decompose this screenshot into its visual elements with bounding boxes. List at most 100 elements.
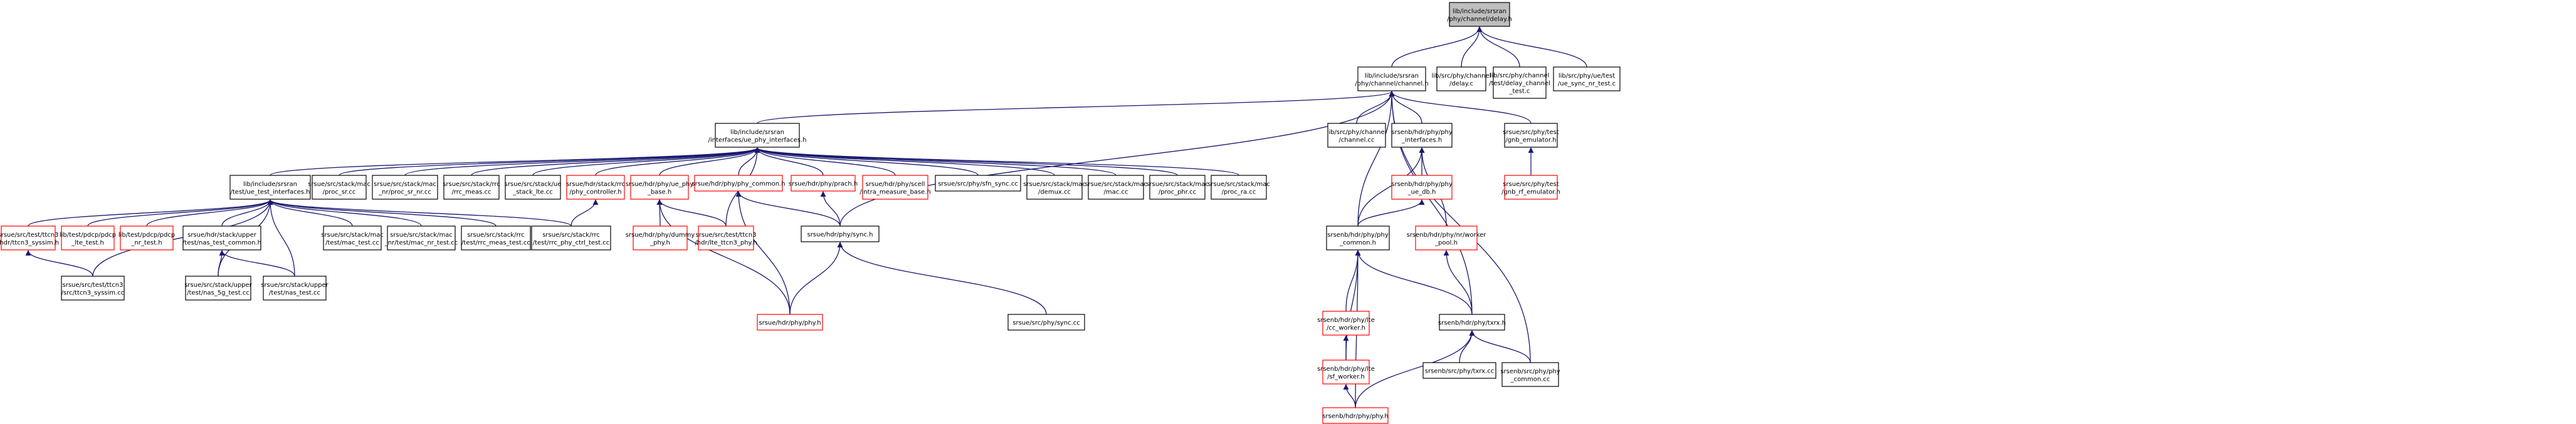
node-mac-test-cc[interactable]: srsue/src/stack/mac/test/mac_test.cc (321, 225, 384, 251)
node-label-line: /test/nas_test.cc (269, 289, 320, 296)
node-box (1211, 175, 1267, 200)
node-label-line: /hdr/ttcn3_syssim.h (0, 239, 59, 246)
node-channel-h[interactable]: lib/include/srsran/phy/channel/channel.h (1355, 66, 1429, 91)
node-sfn-sync-cc[interactable]: srsue/src/phy/sfn_sync.cc (935, 175, 1021, 192)
node-nas-test-cc[interactable]: srsue/src/stack/upper/test/nas_test.cc (261, 276, 329, 301)
node-ue-phy-base[interactable]: srsue/hdr/phy/ue_phy_base.h (626, 175, 694, 200)
node-demux-cc[interactable]: srsue/src/stack/mac/demux.cc (1023, 175, 1086, 200)
node-sync-h[interactable]: srsue/hdr/phy/sync.h (801, 225, 880, 242)
node-label-line: /phy/channel/channel.h (1355, 80, 1428, 87)
edge-sync_h-to-prach_h (820, 191, 841, 227)
node-txrx-h[interactable]: srsenb/hdr/phy/txrx.h (1438, 314, 1506, 331)
node-box (263, 276, 327, 301)
node-box (1007, 314, 1085, 331)
node-ue-test-interfaces[interactable]: lib/include/srsran/test/ue_test_interfac… (229, 175, 311, 200)
node-phy-controller[interactable]: srsue/hdr/stack/rrc/phy_controller.h (566, 175, 625, 200)
node-rrc-meas-cc[interactable]: srsue/src/stack/rrc/rrc_meas.cc (443, 175, 500, 200)
node-box (1026, 175, 1083, 200)
edge-pdcp_lte_test-to-ue_test_interfaces (87, 199, 273, 227)
node-box (1436, 66, 1486, 91)
node-dummy-phy[interactable]: srsue/hdr/phy/dummy_phy.h (626, 225, 695, 251)
node-proc-phr-cc[interactable]: srsue/src/stack/mac/proc_phr.cc (1146, 175, 1209, 200)
node-phy-common-h[interactable]: srsue/hdr/phy/phy_common.h (691, 175, 786, 192)
node-label-line: srsue/src/stack/rrc (542, 232, 600, 239)
node-label-line: srsenb/src/phy/txrx.cc (1425, 368, 1494, 375)
edge-gnb_emulator-to-channel_h (1389, 91, 1532, 124)
node-label-line: lib/src/phy/channel (1327, 129, 1387, 136)
node-label-line: srsue/src/stack/mac (1207, 181, 1270, 188)
node-proc-sr-cc[interactable]: srsue/src/stack/mac/proc_sr.cc (308, 175, 371, 200)
node-delay-c[interactable]: lib/src/phy/channel/delay.c (1432, 66, 1491, 91)
node-ue-sync-nr-test[interactable]: lib/src/phy/ue/test/ue_sync_nr_test.c (1553, 66, 1621, 91)
node-box (229, 175, 311, 200)
node-delay-channel-test[interactable]: lib/src/phy/channel/test/delay_channel_t… (1489, 66, 1550, 99)
node-box (566, 175, 625, 200)
node-gnb-rf-emulator[interactable]: srsue/src/phy/test/gnb_rf_emulator.h (1501, 175, 1560, 200)
node-label-line: /mac.cc (1104, 189, 1128, 195)
node-sync-cc[interactable]: srsue/src/phy/sync.cc (1007, 314, 1085, 331)
node-label-line: /test/nas_test_common.h (182, 239, 261, 246)
node-enb-phy-h[interactable]: srsenb/hdr/phy/phy.h (1322, 407, 1389, 424)
node-cc-worker[interactable]: srsenb/hdr/phy/lte/cc_worker.h (1317, 311, 1375, 336)
node-label-line: srsenb/hdr/phy/phy (1327, 232, 1389, 239)
node-proc-sr-nr-cc[interactable]: srsue/src/stack/mac_nr/proc_sr_nr.cc (372, 175, 438, 200)
node-label-line: srsue/src/phy/test (1503, 129, 1559, 136)
edge-ue_test_interfaces-to-ue_phy_interfaces (270, 147, 760, 176)
edge-rrc_meas_cc-to-ue_phy_interfaces (471, 147, 760, 176)
node-label-line: /ue_sync_nr_test.c (1558, 80, 1616, 87)
node-box (1504, 123, 1558, 148)
node-rrc-meas-test-cc[interactable]: srsue/src/stack/rrc/test/rrc_meas_test.c… (461, 225, 531, 251)
node-pdcp-nr-test[interactable]: lib/test/pdcp/pdcp_nr_test.h (118, 225, 175, 251)
node-txrx-cc[interactable]: srsenb/src/phy/txrx.cc (1422, 362, 1496, 379)
node-gnb-emulator[interactable]: srsue/src/phy/test/gnb_emulator.h (1503, 123, 1559, 148)
node-lte-ttcn3-phy[interactable]: srsue/src/test/ttcn3/hdr/lte_ttcn3_phy.h (695, 225, 757, 251)
node-label-line: srsue/src/test/ttcn3 (0, 232, 58, 239)
node-box (801, 225, 880, 242)
edge-sync_cc-to-sync_h (837, 242, 1047, 315)
edge-nas_test_cc-to-ue_test_interfaces (267, 199, 295, 277)
node-enb-ue-db[interactable]: srsenb/hdr/phy/phy_ue_db.h (1391, 175, 1453, 200)
node-ttcn3-syssim-cc[interactable]: srsue/src/test/ttcn3/src/ttcn3_syssim.cc (61, 276, 125, 301)
node-rrc-phy-ctrl-test-cc[interactable]: srsue/src/stack/rrc/test/rrc_phy_ctrl_te… (531, 225, 611, 251)
edge-sfn_sync_cc-to-ue_phy_interfaces (754, 147, 979, 176)
node-box (1391, 175, 1453, 200)
node-label-line: srsue/src/stack/mac (308, 181, 371, 188)
node-label-line: lib/include/srsran (1365, 73, 1419, 80)
node-pdcp-lte-test[interactable]: lib/test/pdcp/pdcp_lte_test.h (60, 225, 116, 251)
node-ttcn3-syssim-h[interactable]: srsue/src/test/ttcn3/hdr/ttcn3_syssim.h (0, 225, 59, 251)
node-sf-worker[interactable]: srsenb/hdr/phy/lte/sf_worker.h (1317, 359, 1375, 385)
node-ue-phy-interfaces[interactable]: lib/include/srsran/interfaces/ue_phy_int… (708, 123, 807, 148)
node-label-line: _pool.h (1434, 239, 1458, 246)
edge-nas_5g_test_cc-to-nas_test_common (218, 250, 225, 277)
node-mac-cc[interactable]: srsue/src/stack/mac/mac.cc (1085, 175, 1147, 200)
node-proc-ra-cc[interactable]: srsue/src/stack/mac/proc_ra.cc (1207, 175, 1270, 200)
node-box (323, 225, 382, 251)
node-box (1149, 175, 1206, 200)
node-box (757, 314, 823, 331)
edge-rrc_phy_ctrl_test_cc-to-ue_test_interfaces (267, 199, 572, 227)
node-channel-cc[interactable]: lib/src/phy/channel/channel.cc (1327, 123, 1387, 148)
node-label-line: /proc_ra.cc (1222, 189, 1256, 195)
node-label-line: _common.cc (1510, 376, 1550, 383)
node-label-line: _nr_test.h (130, 239, 162, 246)
node-prach-h[interactable]: srsue/hdr/phy/prach.h (789, 175, 858, 192)
node-intra-measure-base[interactable]: srsue/hdr/phy/scell/intra_measure_base.h (860, 175, 931, 200)
node-label-line: /phy_controller.h (569, 189, 621, 195)
node-enb-phy-common-h[interactable]: srsenb/hdr/phy/phy_common.h (1326, 225, 1390, 251)
node-label-line: _base.h (647, 189, 671, 195)
node-nas-5g-test-cc[interactable]: srsue/src/stack/upper/test/nas_5g_test.c… (184, 276, 253, 301)
node-mac-nr-test-cc[interactable]: srsue/src/stack/mac_nr/test/mac_nr_test.… (384, 225, 458, 251)
node-ue-stack-lte-cc[interactable]: srsue/src/stack/ue_stack_lte.cc (505, 175, 562, 200)
node-label-line: srsenb/hdr/phy/phy (1391, 129, 1453, 136)
node-worker-pool[interactable]: srsenb/hdr/phy/nr/worker_pool.h (1407, 225, 1487, 251)
node-box (461, 225, 531, 251)
node-enb-phy-common-cc[interactable]: srsenb/src/phy/phy_common.cc (1500, 362, 1560, 387)
node-box (862, 175, 928, 200)
node-label-line: /test/rrc_meas_test.cc (461, 239, 530, 246)
node-nas-test-common[interactable]: srsue/hdr/stack/upper/test/nas_test_comm… (182, 225, 261, 251)
node-ue-phy-h[interactable]: srsue/hdr/phy/phy.h (757, 314, 823, 331)
node-enb-phy-interfaces[interactable]: srsenb/hdr/phy/phy_interfaces.h (1391, 123, 1453, 148)
edge-ue_phy_h-to-phy_common_h (735, 191, 791, 315)
edge-enb_phy_h-to-sf_worker (1343, 384, 1356, 408)
node-label-line: /gnb_rf_emulator.h (1501, 189, 1560, 195)
